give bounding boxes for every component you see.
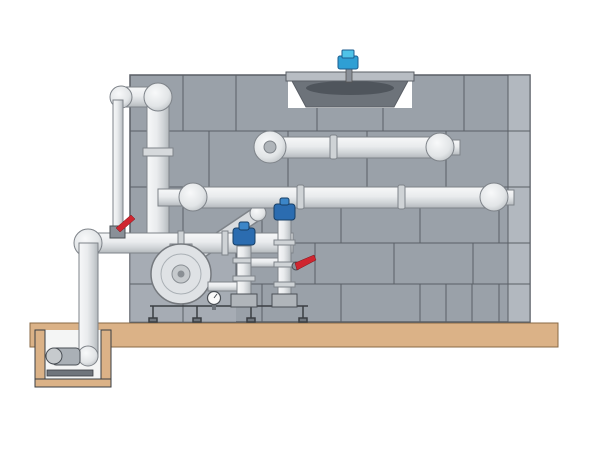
gauge-stem bbox=[212, 303, 216, 310]
valve-actuator-1 bbox=[232, 227, 256, 246]
middle-pipe-right-elbow bbox=[479, 182, 509, 212]
middle-pipe-coupling-1 bbox=[296, 184, 305, 210]
middle-pipe-left-elbow bbox=[178, 182, 208, 212]
floor-slab bbox=[29, 322, 559, 348]
column2-pump-base bbox=[271, 293, 298, 308]
sump-pump-base bbox=[46, 369, 94, 377]
volute-cap bbox=[177, 270, 185, 278]
middle-pipe-body bbox=[192, 186, 494, 209]
pit-floor bbox=[34, 378, 112, 388]
riser-coupling bbox=[142, 147, 174, 157]
upper-pipe-right-elbow bbox=[425, 132, 455, 162]
basin-opening bbox=[306, 81, 394, 95]
valve-actuator-1-cap bbox=[238, 221, 250, 231]
pump-column-1 bbox=[230, 221, 258, 308]
volute-ring bbox=[160, 253, 202, 295]
pump-skid bbox=[148, 197, 317, 323]
column1-pump-base bbox=[230, 293, 258, 308]
skid-foot-2 bbox=[192, 317, 202, 323]
valve-actuator-2-cap bbox=[279, 197, 290, 206]
middle-pipe-coupling-2 bbox=[397, 184, 406, 210]
riser-pipe bbox=[146, 95, 170, 239]
suction-line bbox=[73, 228, 294, 367]
column1-pipe bbox=[236, 245, 252, 299]
volute-pump bbox=[150, 243, 212, 305]
floor-slab-top bbox=[29, 322, 559, 348]
sump-pump bbox=[45, 347, 94, 377]
suction-coupling-2 bbox=[221, 230, 229, 256]
pump-column-2 bbox=[271, 197, 317, 308]
pit-elbow bbox=[77, 345, 99, 367]
valve-actuator-2 bbox=[273, 203, 296, 221]
piping bbox=[73, 82, 515, 367]
pit-drop-pipe bbox=[78, 242, 99, 358]
skid-connecting-pipe bbox=[207, 281, 241, 292]
red-valve-handle-right bbox=[294, 254, 317, 271]
skid-foot-4 bbox=[298, 317, 308, 323]
float-valve-cap bbox=[341, 49, 355, 59]
pit-wall-left bbox=[34, 329, 46, 388]
butterfly-valve bbox=[109, 214, 136, 239]
upper-pipe-coupling bbox=[329, 134, 338, 160]
pit-wall-right bbox=[100, 329, 112, 388]
upper-distribution-pipe bbox=[253, 130, 461, 164]
sump-pump-endcap bbox=[45, 347, 63, 365]
middle-distribution-pipe bbox=[157, 182, 515, 212]
riser-elbow bbox=[143, 82, 173, 112]
column2-flange-1 bbox=[273, 239, 296, 246]
column1-flange-2 bbox=[232, 275, 256, 282]
column2-flange-3 bbox=[273, 281, 296, 288]
pressure-gauge bbox=[206, 290, 222, 310]
gauge-needle bbox=[213, 293, 218, 299]
thin-drop-pipe bbox=[112, 99, 124, 235]
float-valve-unit bbox=[337, 49, 359, 83]
upper-pipe-body bbox=[269, 136, 439, 159]
red-valve-handle-left bbox=[115, 214, 136, 233]
upper-pipe-flange-bore bbox=[263, 140, 277, 154]
skid-foot-1 bbox=[148, 317, 158, 323]
skid-foot-3 bbox=[246, 317, 256, 323]
